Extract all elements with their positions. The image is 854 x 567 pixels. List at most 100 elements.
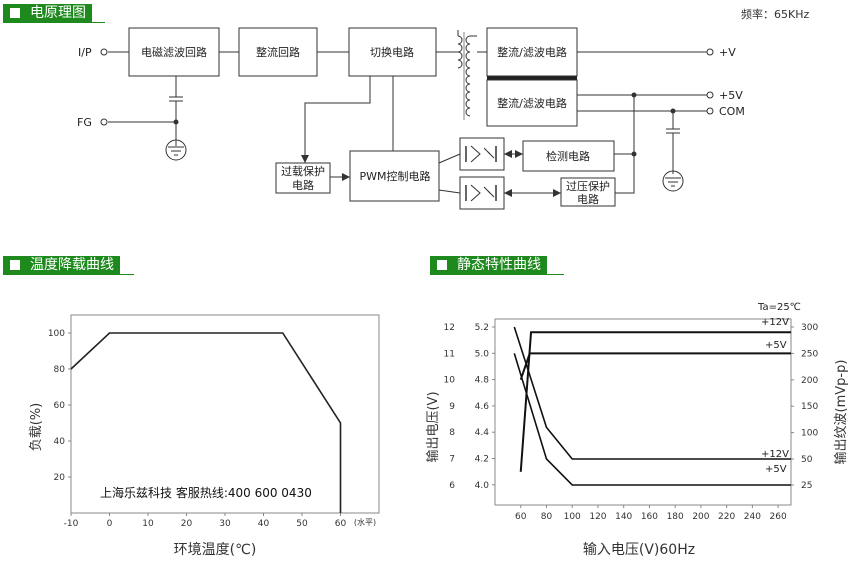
y-axis-label-left: 输出电压(V) (425, 391, 441, 462)
label-12v-bottom: +12V (761, 449, 789, 460)
overload-label-2: 电路 (292, 179, 314, 192)
com-label: COM (719, 105, 745, 118)
emi-filter-label: 电磁滤波回路 (141, 46, 207, 59)
x-tick-label: 180 (667, 512, 684, 522)
y-left-outer-tick-label: 10 (444, 376, 456, 386)
y-right-tick-label: 300 (801, 323, 818, 333)
label-12v-top: +12V (761, 317, 789, 328)
output-rect2-label: 整流/滤波电路 (497, 96, 567, 110)
x-tick-label: 140 (615, 512, 632, 522)
transformer-primary (457, 35, 463, 69)
y-tick-label: 40 (54, 437, 66, 447)
output-rect1-label: 整流/滤波电路 (497, 45, 567, 59)
label-5v-bottom: +5V (765, 464, 787, 475)
curve-5v-ripple (513, 353, 791, 486)
y-tick-label: 20 (54, 473, 66, 483)
divider (430, 274, 564, 275)
x-tick-label: -10 (64, 519, 79, 529)
x-tick-label: 200 (692, 512, 709, 522)
y-right-tick-label: 100 (801, 429, 818, 439)
x-tick-label: 30 (219, 519, 231, 529)
y-left-inner-tick-label: 4.4 (475, 428, 490, 438)
ovp-label-1: 过压保护 (566, 179, 610, 193)
x-tick-label: 0 (107, 519, 113, 529)
curve-12v-ripple (513, 326, 791, 460)
x-tick-label: 240 (744, 512, 761, 522)
y-left-inner-tick-label: 4.2 (475, 455, 489, 465)
section-title: 电原理图 (30, 5, 86, 21)
x-tick-label: 50 (296, 519, 308, 529)
detect-box (522, 140, 615, 172)
y-axis-label: 负载(%) (29, 403, 44, 452)
watermark-text: 上海乐兹科技 客服热线:400 600 0430 (100, 485, 312, 500)
y-left-outer-tick-label: 8 (449, 428, 455, 438)
plus-v-label: +V (719, 46, 736, 59)
pwm-box (349, 150, 440, 202)
ovp-label-2: 电路 (577, 193, 599, 206)
static-chart: 12 5.2 11 5.0 10 4.8 9 4.6 8 4.4 7 4.2 6 4.0 300 250 200… (425, 302, 849, 558)
y-left-outer-tick-label: 11 (444, 349, 455, 359)
y-right-tick-label: 250 (801, 349, 818, 359)
transformer-secondary (465, 35, 471, 117)
x-axis-label: 环境温度(℃) (174, 542, 257, 558)
y-left-inner-tick-label: 4.0 (475, 481, 490, 491)
rectifier-label: 整流回路 (256, 45, 300, 59)
y-left-outer-tick-label: 7 (449, 455, 455, 465)
y-tick-label: 100 (48, 329, 65, 339)
detect-label: 检测电路 (546, 149, 590, 163)
y-left-inner-tick-label: 5.2 (475, 323, 489, 333)
x-tick-label: 160 (641, 512, 658, 522)
y-right-tick-label: 50 (801, 455, 813, 465)
divider (3, 22, 105, 23)
section-title: 静态特性曲线 (457, 257, 541, 273)
x-tick-label: 10 (142, 519, 154, 529)
y-left-inner-tick-label: 5.0 (475, 349, 490, 359)
bullet-square-icon (437, 260, 447, 270)
curve-5v-voltage (519, 352, 791, 380)
x-tick-label: 100 (564, 512, 581, 522)
y-left-inner-tick-label: 4.8 (475, 376, 490, 386)
output-rect2-box (486, 79, 578, 127)
plot-frame (494, 318, 792, 506)
x-tick-label: 120 (589, 512, 606, 522)
bullet-square-icon (10, 8, 20, 18)
curve-12v-voltage (519, 331, 791, 472)
derating-curve (70, 332, 342, 513)
fg-label: FG (77, 116, 92, 129)
ovp-box (560, 177, 616, 207)
overload-label-1: 过载保护 (281, 164, 325, 178)
label-5v-top: +5V (765, 340, 787, 351)
y-axis-label-right: 输出纹波(mVp-p) (833, 360, 849, 465)
y-right-tick-label: 150 (801, 402, 818, 412)
divider (3, 274, 134, 275)
x-tick-label: 260 (770, 512, 787, 522)
bullet-square-icon (10, 260, 20, 270)
y-left-outer-tick-label: 6 (449, 481, 455, 491)
y-tick-label: 80 (54, 365, 66, 375)
x-tick-label: 20 (181, 519, 193, 529)
x-tick-label: 60 (515, 512, 527, 522)
plot-frame (70, 314, 380, 514)
section-header-schematic: 电原理图 (3, 4, 92, 22)
plus-5v-label: +5V (719, 89, 743, 102)
x-tick-label: 220 (718, 512, 735, 522)
switch-label: 切换电路 (370, 45, 414, 59)
section-header-static: 静态特性曲线 (430, 256, 547, 274)
frequency-label: 频率：65KHz (741, 8, 810, 21)
y-tick-label: 60 (54, 401, 66, 411)
x-axis-label: 输入电压(V)60Hz (583, 542, 695, 558)
x-unit-note: (水平) (354, 517, 376, 527)
y-left-outer-tick-label: 12 (444, 323, 455, 333)
y-left-inner-tick-label: 4.6 (475, 402, 490, 412)
y-left-outer-tick-label: 9 (449, 402, 455, 412)
y-right-tick-label: 200 (801, 376, 818, 386)
y-right-tick-label: 25 (801, 481, 812, 491)
section-title: 温度降载曲线 (30, 257, 114, 273)
ta-label: Ta=25℃ (757, 302, 801, 313)
section-header-derating: 温度降载曲线 (3, 256, 120, 274)
ip-label: I/P (78, 46, 92, 59)
x-tick-label: 40 (258, 519, 270, 529)
x-tick-label: 80 (541, 512, 553, 522)
